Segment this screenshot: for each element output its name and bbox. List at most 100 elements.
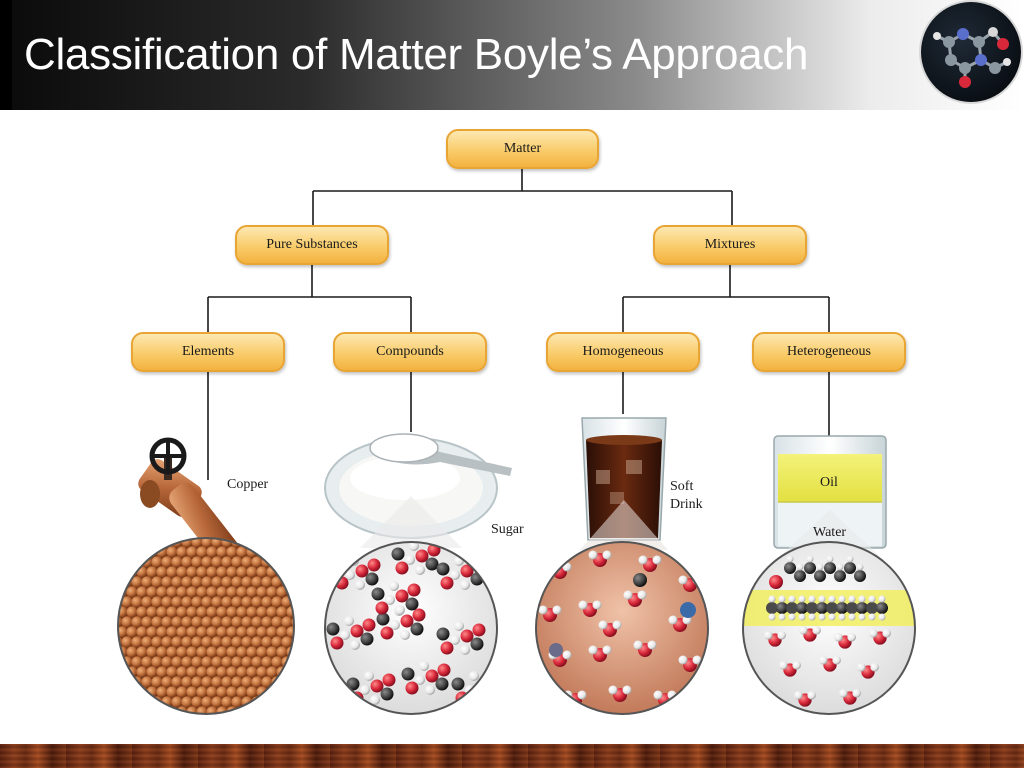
oil-water-molecules-circle bbox=[742, 541, 916, 715]
carbon-atom bbox=[806, 602, 818, 614]
sugar-atom bbox=[391, 547, 405, 561]
copper-atom bbox=[261, 616, 273, 628]
hydrogen-atom bbox=[834, 632, 843, 642]
caption-copper: Copper bbox=[227, 477, 269, 492]
copper-atom bbox=[151, 616, 163, 628]
sugar-atom bbox=[350, 624, 364, 638]
copper-atom bbox=[141, 576, 153, 588]
copper-atom bbox=[291, 576, 294, 588]
copper-atom bbox=[231, 656, 243, 668]
copper-atom bbox=[151, 556, 163, 568]
sugar-atom bbox=[370, 679, 384, 693]
copper-atom bbox=[221, 656, 233, 668]
copper-atom bbox=[206, 646, 218, 658]
copper-atom bbox=[118, 706, 128, 714]
node-mixtures: Mixtures bbox=[653, 225, 807, 265]
copper-atom bbox=[196, 546, 208, 558]
sugar-atom bbox=[371, 587, 385, 601]
copper-atom bbox=[271, 556, 283, 568]
carbon-atom bbox=[824, 562, 836, 574]
hydrogen-atom bbox=[602, 645, 612, 655]
oxygen-atom bbox=[769, 575, 783, 589]
sugar-atom bbox=[395, 561, 409, 575]
hydrogen-atom bbox=[828, 613, 836, 621]
copper-atom bbox=[136, 526, 147, 537]
sugar-atom bbox=[407, 583, 421, 597]
copper-atom bbox=[106, 666, 117, 677]
hydrogen-atom bbox=[552, 605, 562, 615]
carbon-atom bbox=[836, 602, 848, 614]
hydrogen-atom bbox=[692, 655, 702, 665]
hydrogen-atom bbox=[812, 625, 821, 635]
copper-atom bbox=[176, 566, 188, 578]
copper-atom bbox=[246, 566, 258, 578]
hydrogen-atom bbox=[836, 563, 844, 571]
copper-atom bbox=[186, 686, 198, 698]
sugar-atom bbox=[450, 635, 460, 645]
sugar-atom bbox=[330, 636, 344, 650]
copper-atom bbox=[231, 696, 243, 708]
caption-oil: Oil bbox=[820, 475, 838, 490]
copper-atom bbox=[171, 616, 183, 628]
hydrogen-atom bbox=[622, 685, 632, 695]
sugar-atom bbox=[419, 661, 429, 671]
copper-atom bbox=[241, 556, 253, 568]
copper-atom bbox=[296, 606, 307, 617]
sugar-atom bbox=[362, 618, 376, 632]
copper-atom bbox=[161, 616, 173, 628]
copper-atom bbox=[156, 606, 168, 618]
copper-atom bbox=[231, 616, 243, 628]
copper-atom bbox=[251, 576, 263, 588]
copper-atom bbox=[221, 696, 233, 708]
sugar-atom bbox=[409, 542, 419, 551]
copper-atom bbox=[146, 666, 158, 678]
copper-atom bbox=[276, 686, 288, 698]
hydrogen-atom bbox=[578, 600, 588, 610]
hydrogen-atom bbox=[806, 555, 814, 563]
copper-atom bbox=[261, 636, 273, 648]
sugar-atom bbox=[390, 620, 400, 630]
hydrogen-atom bbox=[768, 595, 776, 603]
copper-atom bbox=[181, 656, 193, 668]
hydrogen-atom bbox=[818, 595, 826, 603]
copper-atom bbox=[291, 696, 294, 708]
copper-atom bbox=[126, 586, 138, 598]
copper-atom bbox=[181, 636, 193, 648]
copper-atom bbox=[236, 686, 248, 698]
copper-atom bbox=[261, 538, 273, 548]
copper-atom bbox=[221, 616, 233, 628]
hydrogen-atom bbox=[602, 550, 612, 560]
hydrogen-atom bbox=[668, 615, 678, 625]
copper-atom bbox=[136, 606, 148, 618]
copper-atom bbox=[151, 538, 163, 548]
copper-atom bbox=[206, 706, 218, 714]
copper-atom bbox=[146, 626, 158, 638]
copper-atom bbox=[261, 656, 273, 668]
copper-atom bbox=[236, 626, 248, 638]
sugar-atom bbox=[389, 581, 399, 591]
copper-atom bbox=[166, 586, 178, 598]
hydrogen-atom bbox=[868, 595, 876, 603]
copper-atom bbox=[161, 656, 173, 668]
copper-atom bbox=[216, 626, 228, 638]
hydrogen-atom bbox=[652, 555, 662, 565]
copper-atom bbox=[126, 706, 138, 714]
copper-atom bbox=[266, 646, 278, 658]
copper-atom bbox=[226, 546, 238, 558]
copper-atom bbox=[176, 646, 188, 658]
copper-atom bbox=[136, 546, 148, 558]
copper-atom bbox=[236, 526, 247, 537]
copper-atom bbox=[271, 696, 283, 708]
copper-atom bbox=[236, 546, 248, 558]
copper-atom bbox=[151, 676, 163, 688]
hydrogen-atom bbox=[838, 613, 846, 621]
copper-atom bbox=[131, 656, 143, 668]
sugar-atom bbox=[401, 667, 415, 681]
copper-atom bbox=[161, 716, 172, 727]
copper-atom bbox=[226, 666, 238, 678]
copper-atom bbox=[246, 626, 258, 638]
copper-atom bbox=[126, 526, 137, 537]
copper-atom bbox=[126, 686, 138, 698]
copper-atom bbox=[191, 716, 202, 727]
